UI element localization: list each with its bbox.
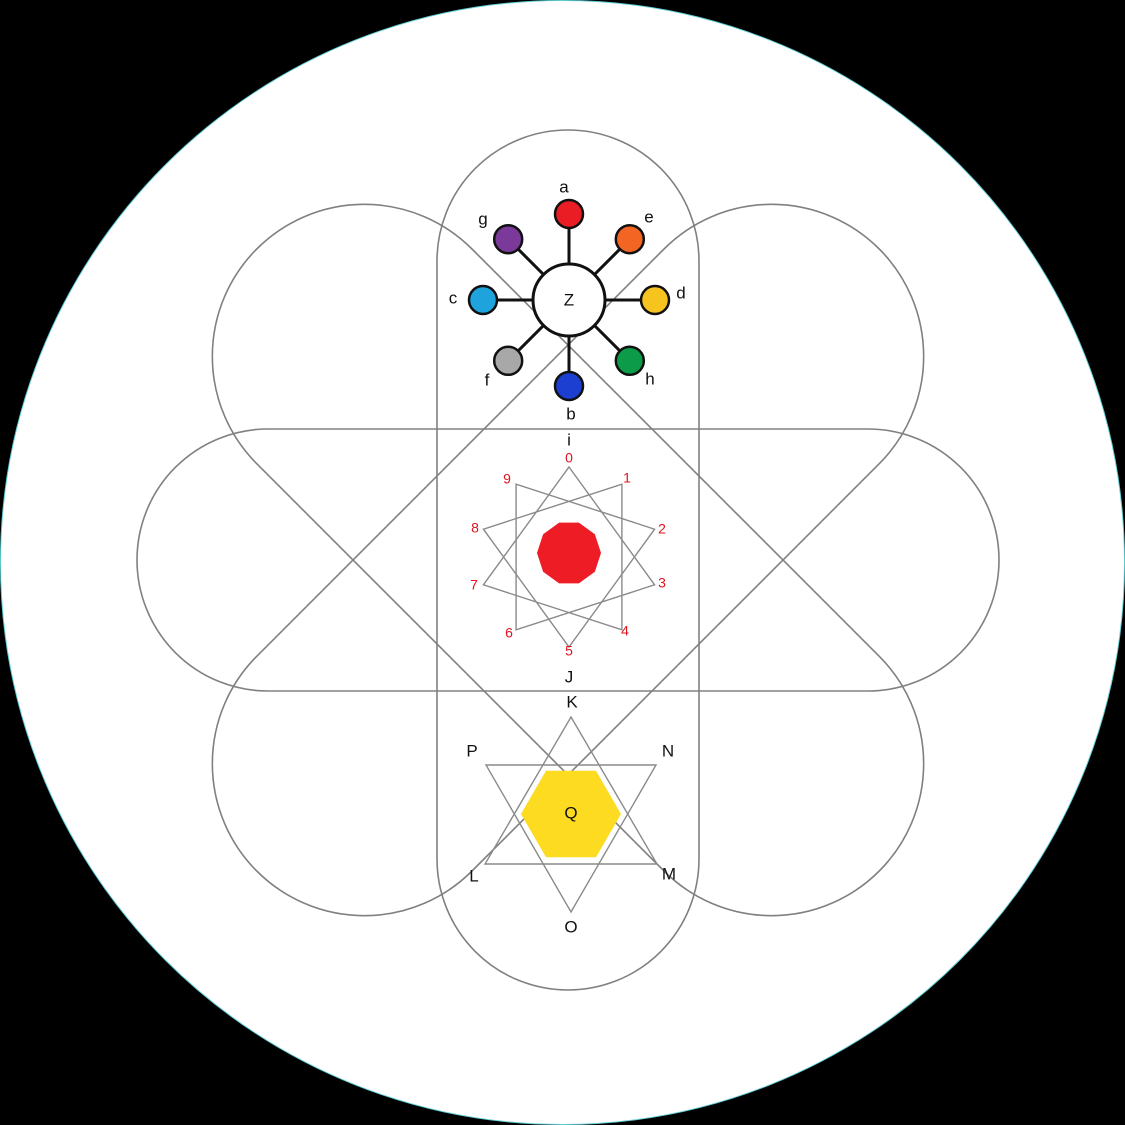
satellite-label-g: g xyxy=(478,209,487,228)
hub-circle xyxy=(531,262,607,338)
hexagram: J K P N L M O Q xyxy=(466,667,676,936)
satellite-labels: a e d h b f c g xyxy=(449,177,686,423)
satellite-label-f: f xyxy=(485,370,490,389)
satellite-node-d xyxy=(639,284,671,316)
outline-loops xyxy=(136,129,1000,991)
satellite-label-c: c xyxy=(449,288,458,307)
satellite-node-a xyxy=(553,198,585,230)
decagram-number-2: 2 xyxy=(658,521,666,537)
decagram-number-1: 1 xyxy=(623,470,631,486)
hexagram-vertex-p: P xyxy=(466,741,477,760)
hexagram-triangle-down xyxy=(484,764,658,914)
decagram-center-shape xyxy=(537,522,601,584)
outline-loop-vertical xyxy=(436,129,700,991)
hexagram-triangle-up xyxy=(483,715,659,865)
decagram-number-8: 8 xyxy=(471,520,479,536)
outline-loop-diagonal-left xyxy=(211,203,925,917)
decagram-number-0: 0 xyxy=(565,450,573,466)
hexagram-vertex-l: L xyxy=(469,866,478,885)
satellite-nodes xyxy=(467,198,671,402)
satellite-node-h xyxy=(614,345,646,377)
hexagram-center-label: Q xyxy=(564,803,577,822)
satellite-node-g xyxy=(492,223,524,255)
hexagram-top-label-j: J xyxy=(565,667,574,686)
hub-label: Z xyxy=(564,290,574,309)
satellite-node-c xyxy=(467,284,499,316)
satellite-label-e: e xyxy=(644,207,653,226)
satellite-node-b xyxy=(553,370,585,402)
decagram-number-5: 5 xyxy=(565,643,573,659)
outline-loop-diagonal-right xyxy=(211,203,925,917)
satellite-label-b: b xyxy=(566,404,575,423)
hexagram-vertex-m: M xyxy=(662,864,676,883)
satellite-node-f xyxy=(492,345,524,377)
decagram-number-6: 6 xyxy=(505,625,513,641)
decagram-numbers: 0 1 2 3 4 5 6 7 8 9 xyxy=(470,450,666,659)
satellite-label-a: a xyxy=(559,177,569,196)
decagram: i 0 1 2 3 4 5 6 7 8 9 xyxy=(470,430,666,658)
decagram-number-9: 9 xyxy=(503,471,511,487)
hexagram-center-hexagon xyxy=(521,770,621,858)
outline-loop-horizontal xyxy=(136,428,1000,692)
decagram-top-label: i xyxy=(567,430,571,449)
satellite-node-e xyxy=(614,223,646,255)
hexagram-vertex-o: O xyxy=(564,917,577,936)
satellite-label-h: h xyxy=(645,369,654,388)
decagram-number-4: 4 xyxy=(621,623,629,639)
decagram-star-lines xyxy=(482,465,656,649)
decagram-number-7: 7 xyxy=(470,577,478,593)
hexagram-vertex-n: N xyxy=(662,741,674,760)
decagram-number-3: 3 xyxy=(658,575,666,591)
satellite-label-d: d xyxy=(676,283,685,302)
hexagram-vertex-k: K xyxy=(566,692,578,711)
hub: Z xyxy=(531,262,607,338)
